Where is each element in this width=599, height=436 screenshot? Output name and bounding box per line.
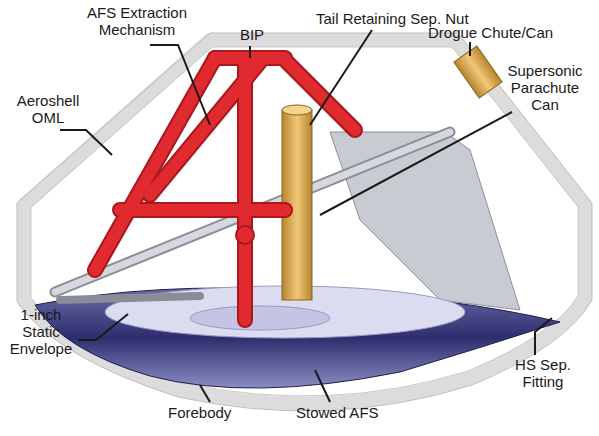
- leader-line: [60, 130, 112, 155]
- static-envelope-line: [31, 47, 578, 396]
- part-label: BIP: [232, 26, 272, 43]
- gray-tube: [60, 296, 200, 300]
- drogue-can-body: [454, 46, 502, 98]
- part-label: AFS Extraction Mechanism: [62, 4, 212, 38]
- leader-line: [535, 318, 552, 355]
- part-label: Stowed AFS: [296, 404, 396, 421]
- part-label: Supersonic Parachute Can: [500, 62, 590, 113]
- truss-tube: [120, 204, 285, 216]
- can-top: [282, 105, 312, 115]
- leader-lines: [60, 30, 552, 402]
- leader-line: [469, 42, 471, 56]
- leader-line: [200, 385, 210, 402]
- truss-tube: [239, 60, 251, 320]
- aeroshell-band: [24, 40, 585, 403]
- leader-line: [249, 46, 251, 58]
- part-label: Aeroshell OML: [8, 92, 88, 126]
- drogue-can: [454, 46, 502, 98]
- leader-line: [310, 30, 372, 125]
- truss-tube: [120, 202, 285, 218]
- truss-joint: [236, 226, 254, 244]
- aeroshell-edge: [17, 33, 592, 411]
- truss-tube: [95, 58, 215, 270]
- part-label: Drogue Chute/Can: [428, 24, 578, 41]
- leader-line: [320, 112, 512, 215]
- leader-line: [315, 370, 330, 402]
- leader-line: [150, 45, 210, 125]
- truss: [95, 58, 355, 320]
- truss-tube: [95, 58, 215, 270]
- part-label: Forebody: [168, 404, 258, 421]
- part-label: HS Sep. Fitting: [508, 356, 578, 390]
- truss-tube: [237, 60, 253, 320]
- part-label: 1-inch Static Envelope: [4, 306, 78, 357]
- leader-line: [78, 314, 128, 340]
- afs-hub: [190, 306, 330, 330]
- truss-outline: [95, 58, 355, 320]
